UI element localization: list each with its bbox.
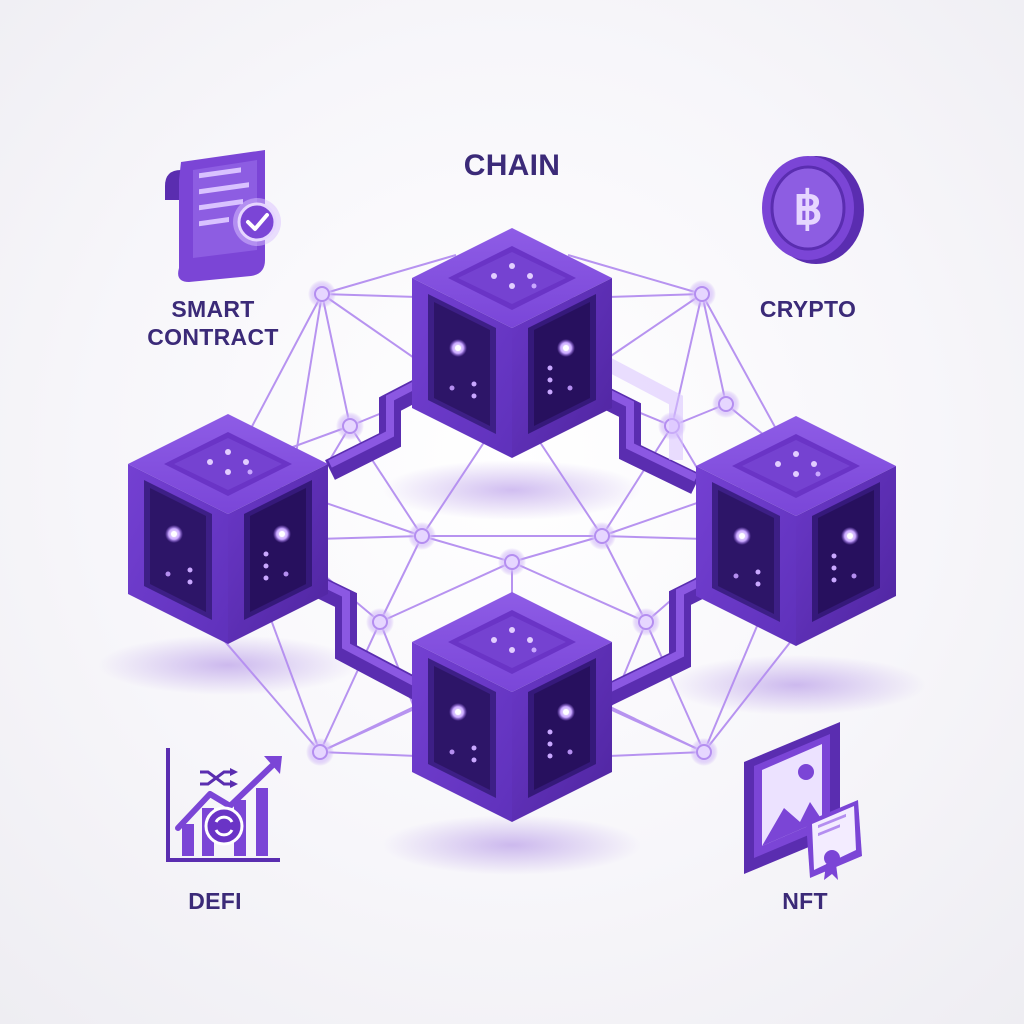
- network-node: [336, 412, 364, 440]
- network-node: [366, 608, 394, 636]
- block-bottom: [412, 592, 612, 822]
- network-node: [308, 280, 336, 308]
- network-node: [498, 548, 526, 576]
- label-crypto: CRYPTO: [759, 296, 857, 322]
- block-left: [128, 414, 328, 644]
- network-node: [408, 522, 436, 550]
- network-node: [588, 522, 616, 550]
- label-smart-contract: SMART CONTRACT: [147, 296, 279, 350]
- label-nft: NFT: [782, 888, 828, 914]
- network-node: [632, 608, 660, 636]
- block-top: [412, 228, 612, 458]
- block-right: [696, 416, 896, 646]
- network-node: [688, 280, 716, 308]
- label-chain: CHAIN: [463, 149, 561, 182]
- network-node: [306, 738, 334, 766]
- growth-chart-icon: [166, 748, 282, 862]
- svg-text:฿: ฿: [793, 182, 822, 234]
- network-node: [712, 390, 740, 418]
- bitcoin-coin-icon: ฿: [762, 156, 864, 264]
- network-node: [690, 738, 718, 766]
- label-defi: DEFI: [188, 888, 242, 914]
- document-check-icon: [165, 150, 281, 282]
- image-certificate-icon: [744, 722, 862, 880]
